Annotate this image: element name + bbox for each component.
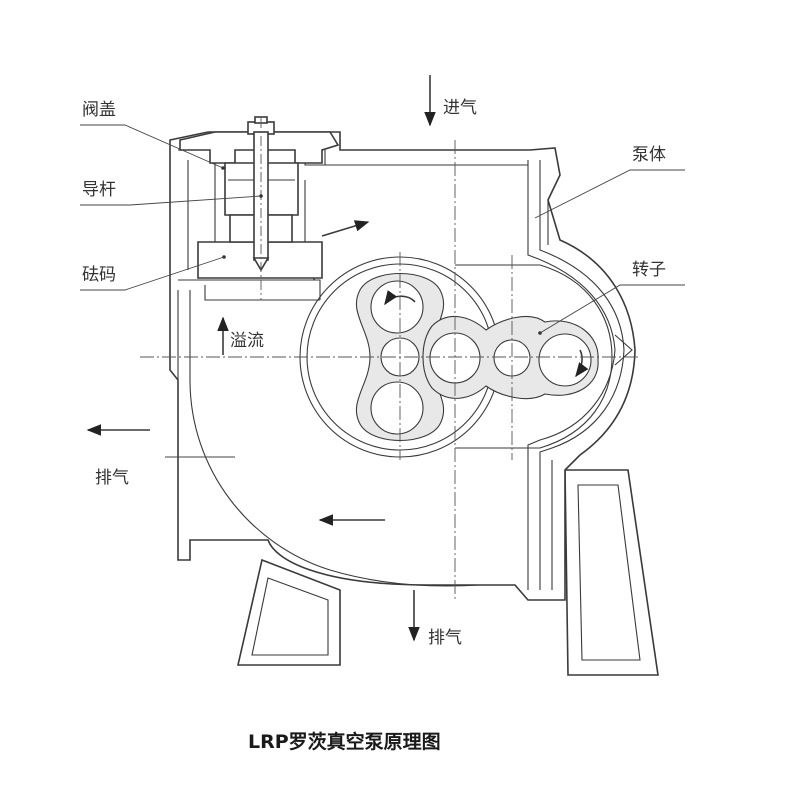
rotor-right [422,315,599,400]
label-overflow: 溢流 [230,331,264,351]
label-pump-body: 泵体 [632,145,666,165]
label-weight: 砝码 [82,265,116,285]
center-lines [140,140,640,600]
label-valve-cover: 阀盖 [82,100,116,120]
left-foot [236,558,341,666]
leader-lines [80,124,685,458]
label-exhaust-left: 排气 [95,468,129,488]
right-foot [564,469,659,676]
label-rotor: 转子 [632,260,666,280]
label-guide-rod: 导杆 [82,180,116,200]
label-inlet: 进气 [443,98,477,118]
flow-arrows [86,75,436,642]
valve-assembly [179,116,340,300]
internal-flow-arrow [321,220,370,237]
diagram-caption: LRP罗茨真空泵原理图 [248,730,441,753]
label-exhaust-bottom: 排气 [428,628,462,648]
